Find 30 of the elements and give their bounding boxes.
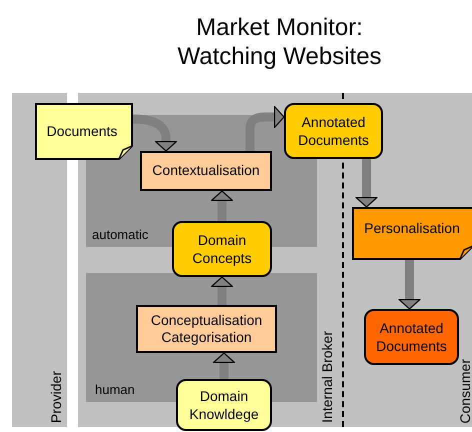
document-note xyxy=(352,207,472,260)
node-label: Domain Knowldege xyxy=(188,386,260,424)
group-panel xyxy=(86,273,317,402)
rounded-box xyxy=(176,379,272,431)
node-label: Contextualisation xyxy=(152,162,260,180)
block-arrow xyxy=(355,159,378,208)
group-label: human xyxy=(95,383,135,396)
rounded-box xyxy=(364,309,459,365)
block-arrow xyxy=(246,106,285,151)
node-label: Annotated Documents xyxy=(297,112,370,150)
node-label: Documents xyxy=(46,122,118,140)
block-arrow xyxy=(210,276,234,305)
node-label: Conceptualisation Categorisation xyxy=(150,312,264,346)
rounded-box xyxy=(284,103,383,159)
group-label: Provider xyxy=(49,370,63,423)
block-arrow xyxy=(210,190,234,221)
group-label: automatic xyxy=(92,228,148,241)
process-box xyxy=(136,305,277,353)
group-label: Consumer xyxy=(458,359,472,424)
diagram-title: Market Monitor: Watching Websites xyxy=(176,14,383,72)
process-box xyxy=(140,151,272,191)
rounded-box xyxy=(172,221,272,277)
block-arrow xyxy=(398,260,421,310)
document-note xyxy=(35,103,133,160)
node-label: Domain Concepts xyxy=(191,230,253,268)
node-label: Personalisation xyxy=(364,220,461,238)
block-arrow xyxy=(132,114,178,152)
node-label: Annotated Documents xyxy=(375,318,448,356)
group-label: Internal Broker xyxy=(320,331,334,423)
block-arrow xyxy=(212,352,236,379)
